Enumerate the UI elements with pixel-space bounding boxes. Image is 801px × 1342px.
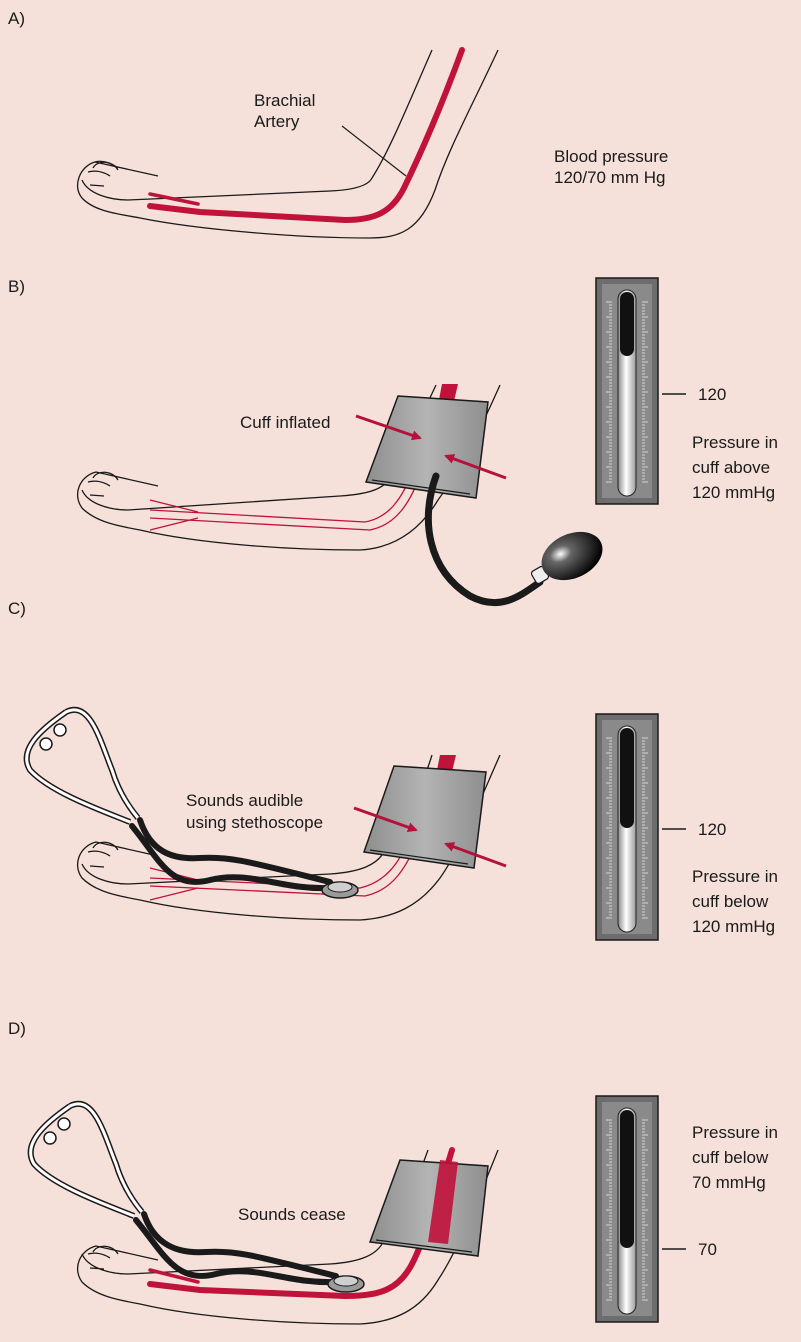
panel-b: B) Cuff inflated 120 — [8, 277, 783, 603]
stethoscope — [31, 1104, 364, 1292]
thumb-outline — [93, 472, 118, 480]
cuff — [366, 396, 488, 498]
earpiece — [40, 738, 52, 750]
brachial-artery — [150, 50, 462, 220]
panel-d: D) Sounds cease — [8, 1019, 783, 1324]
mercury-column — [620, 1110, 634, 1248]
cuff-pressure-caption: Pressure in cuff below 70 mmHg — [692, 1123, 783, 1192]
panel-label: D) — [8, 1019, 26, 1038]
cuff-inflated-label: Cuff inflated — [240, 413, 330, 432]
gauge-reading: 120 — [698, 820, 726, 839]
hand-outline — [82, 851, 128, 884]
hand-outline — [82, 481, 128, 510]
gauge-reading: 120 — [698, 385, 726, 404]
sounds-audible-label: Sounds audible using stethoscope — [186, 791, 323, 832]
hand-outline — [82, 1253, 128, 1274]
artery-label: Brachial Artery — [254, 91, 320, 131]
sounds-cease-label: Sounds cease — [238, 1205, 346, 1224]
cuff-pressure-caption: Pressure in cuff above 120 mmHg — [692, 433, 783, 502]
arm-outer-outline — [78, 50, 498, 238]
panel-c: C) Sounds audible using stethoscope — [8, 599, 783, 940]
manometer-gauge — [596, 278, 658, 504]
artery-leader-line — [342, 126, 406, 176]
earpiece — [58, 1118, 70, 1130]
panel-label: A) — [8, 9, 25, 28]
pump-bulb — [530, 523, 610, 590]
cuff-band — [366, 396, 488, 498]
cuff-pressure-caption: Pressure in cuff below 120 mmHg — [692, 867, 783, 936]
cuff — [370, 1160, 488, 1256]
arm — [78, 50, 498, 238]
manometer-gauge — [596, 1096, 658, 1322]
panel-label: C) — [8, 599, 26, 618]
stethoscope-ear-tubes — [31, 1104, 142, 1216]
mercury-column — [620, 292, 634, 356]
panel-a: A) Brachial Artery Blood pressure 120/70… — [8, 9, 673, 238]
stethoscope-ear-tubes — [27, 710, 138, 822]
earpiece — [54, 724, 66, 736]
manometer-gauge — [596, 714, 658, 940]
earpiece — [44, 1132, 56, 1144]
pump-tube — [428, 476, 540, 603]
thumb-outline — [93, 162, 118, 170]
gauge-reading: 70 — [698, 1240, 717, 1259]
blood-pressure-caption: Blood pressure 120/70 mm Hg — [554, 147, 673, 187]
panel-label: B) — [8, 277, 25, 296]
hand-outline — [82, 161, 128, 200]
mercury-column — [620, 728, 634, 828]
thumb-outline — [93, 842, 118, 850]
